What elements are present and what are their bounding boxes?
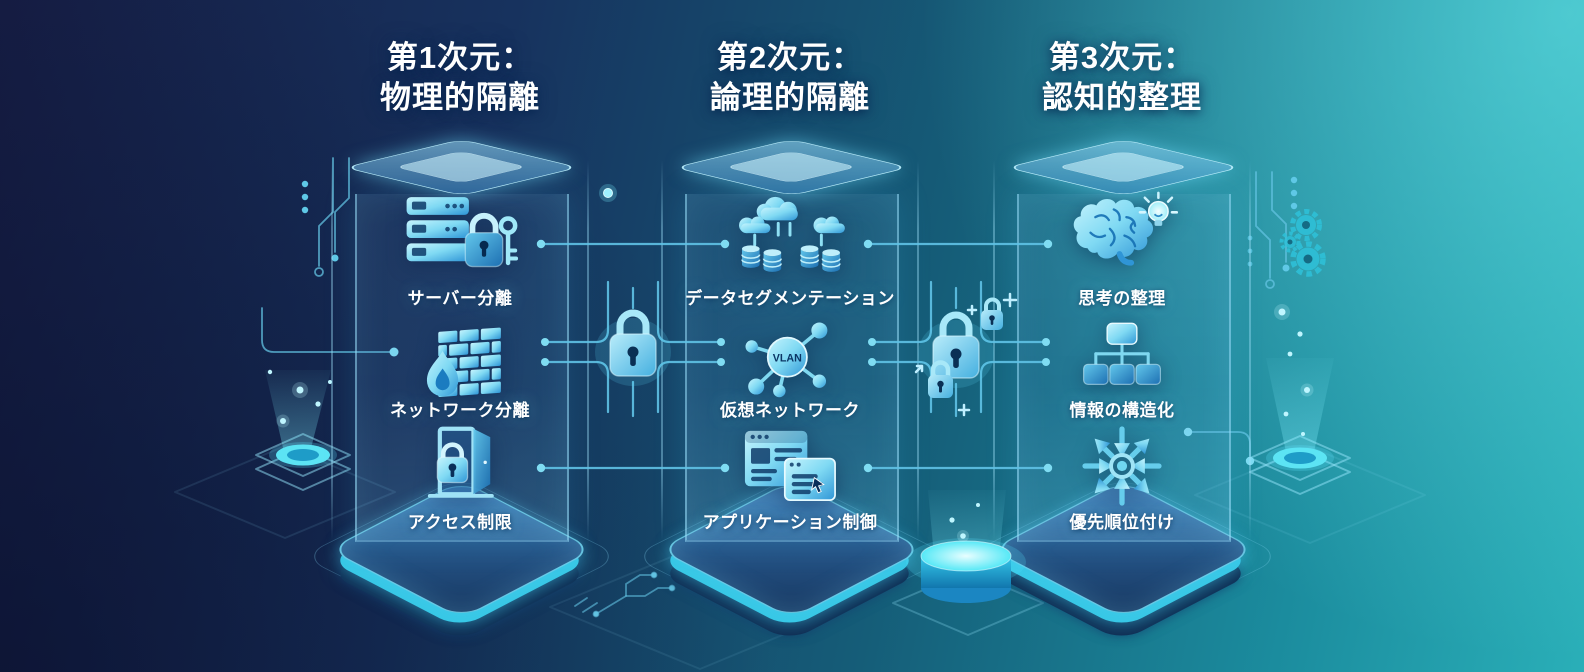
org-chart-icon: [1082, 322, 1162, 385]
glass-back-edge: [661, 160, 663, 540]
glass-back-edge: [917, 160, 919, 540]
lightbulb-icon: [1138, 191, 1178, 226]
glass-back-edge: [993, 160, 995, 540]
item-label: 優先順位付け: [1069, 513, 1175, 532]
pillar-3-title: 第3次元： 認知的整理: [932, 38, 1312, 117]
pillar-2-title-line1: 第2次元：: [716, 40, 864, 75]
item-label: アクセス制限: [407, 513, 513, 532]
database-cylinders: [741, 245, 841, 272]
pillar-2: 第2次元： 論理的隔離: [630, 0, 953, 672]
pillar-3-title-line2: 認知的整理: [1042, 79, 1202, 115]
item-label: ネットワーク分離: [390, 401, 530, 420]
pillar-2-title: 第2次元： 論理的隔離: [600, 38, 980, 117]
item-label: アプリケーション制御: [702, 513, 878, 532]
glass-back-edge: [331, 160, 333, 540]
cursor-icon: [810, 476, 825, 494]
brain-bulb-icon: [1073, 191, 1178, 266]
pillar-3: 第3次元： 認知的整理 思: [962, 0, 1285, 672]
item-label: サーバー分離: [407, 289, 513, 308]
vlan-network-icon: VLAN: [745, 322, 828, 398]
server-lock-key-icon: [406, 197, 519, 268]
pillar-1: 第1次元： 物理的隔離: [300, 0, 623, 672]
door-lock-icon: [427, 426, 494, 498]
firewall-icon: [426, 327, 501, 397]
glass-back-edge: [1249, 160, 1251, 540]
item-label: 情報の構造化: [1069, 401, 1175, 420]
glass-back-edge: [587, 160, 589, 540]
cloud-database-icon: [739, 196, 845, 272]
item-label: 仮想ネットワーク: [720, 401, 860, 420]
app-control-icon: [744, 430, 836, 502]
item-label: データセグメンテーション: [685, 289, 895, 308]
item-label: 思考の整理: [1078, 289, 1166, 308]
pillar-1-title-line1: 第1次元：: [386, 40, 534, 75]
priority-arrows-icon: [1082, 426, 1162, 506]
vlan-badge: VLAN: [773, 353, 802, 365]
pillar-1-title-line2: 物理的隔離: [380, 79, 540, 115]
pillar-1-title: 第1次元： 物理的隔離: [270, 38, 650, 117]
key-icon: [498, 216, 519, 266]
pillar-3-title-line1: 第3次元：: [1048, 40, 1196, 75]
pillar-2-title-line2: 論理的隔離: [710, 79, 870, 115]
